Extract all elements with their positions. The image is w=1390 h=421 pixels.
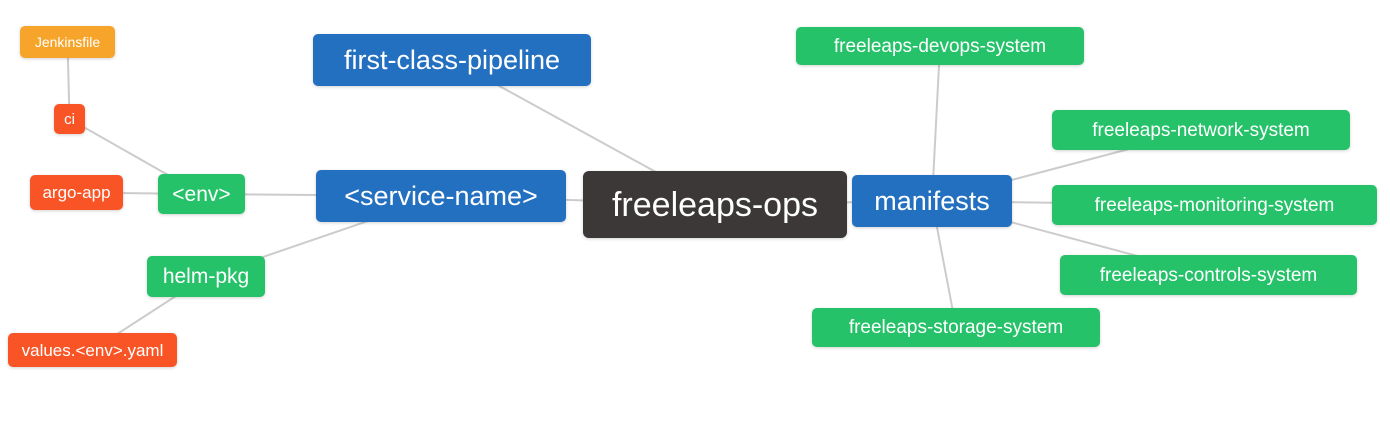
node-argo-app[interactable]: argo-app xyxy=(30,175,123,210)
node-freeleaps-monitoring-system[interactable]: freeleaps-monitoring-system xyxy=(1052,185,1377,225)
node-label: values.<env>.yaml xyxy=(21,340,164,360)
node-label: manifests xyxy=(874,185,990,216)
node-first-class-pipeline[interactable]: first-class-pipeline xyxy=(313,34,591,86)
node-label: helm-pkg xyxy=(162,265,250,288)
node-values-env-yaml[interactable]: values.<env>.yaml xyxy=(8,333,177,367)
node-helm-pkg[interactable]: helm-pkg xyxy=(147,256,265,297)
node-service-name[interactable]: <service-name> xyxy=(316,170,566,222)
node-label: <env> xyxy=(172,182,231,206)
node-label: freeleaps-monitoring-system xyxy=(1094,194,1335,216)
node-label: freeleaps-storage-system xyxy=(848,317,1064,338)
node-label: freeleaps-ops xyxy=(611,185,818,224)
node-jenkinsfile[interactable]: Jenkinsfile xyxy=(20,26,115,58)
node-label: freeleaps-network-system xyxy=(1092,119,1310,141)
node-freeleaps-ops[interactable]: freeleaps-ops xyxy=(583,171,847,238)
node-label: first-class-pipeline xyxy=(343,44,561,75)
node-freeleaps-storage-system[interactable]: freeleaps-storage-system xyxy=(812,308,1100,347)
node-label: <service-name> xyxy=(344,180,538,211)
node-freeleaps-controls-system[interactable]: freeleaps-controls-system xyxy=(1060,255,1357,295)
node-label: ci xyxy=(64,110,75,128)
node-manifests[interactable]: manifests xyxy=(852,175,1012,227)
node-label: freeleaps-devops-system xyxy=(833,35,1047,57)
node-label: freeleaps-controls-system xyxy=(1099,264,1318,286)
node-freeleaps-network-system[interactable]: freeleaps-network-system xyxy=(1052,110,1350,150)
node-freeleaps-devops-system[interactable]: freeleaps-devops-system xyxy=(796,27,1084,65)
node-env[interactable]: <env> xyxy=(158,174,245,214)
node-label: argo-app xyxy=(42,183,111,202)
node-label: Jenkinsfile xyxy=(34,34,101,50)
node-ci[interactable]: ci xyxy=(54,104,85,134)
